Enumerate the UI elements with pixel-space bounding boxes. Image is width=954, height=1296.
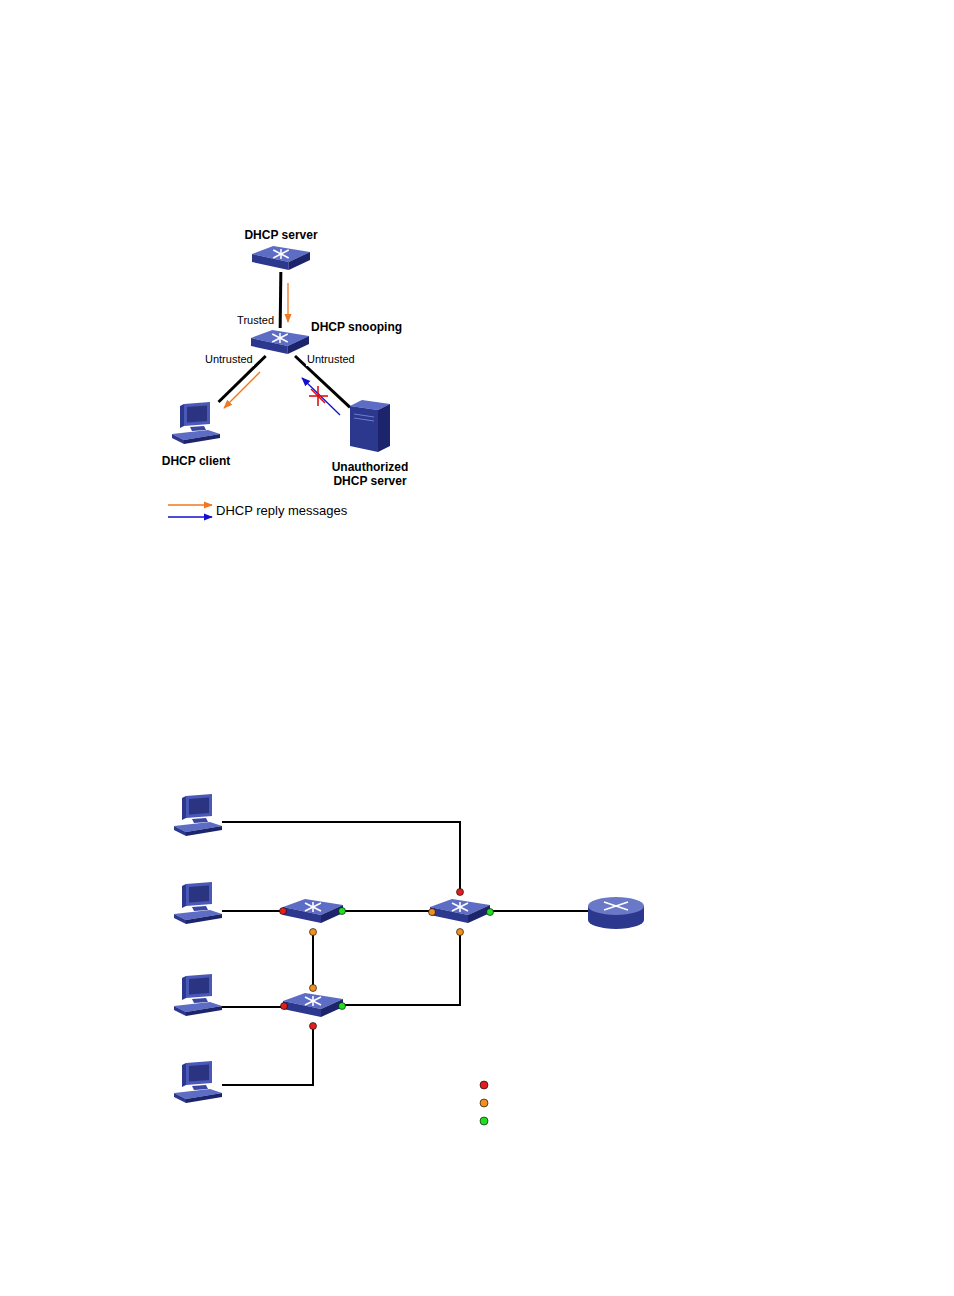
blocked-reply-arrow (302, 378, 340, 415)
node-icon (350, 400, 390, 452)
node-icon-shape (172, 402, 220, 444)
pc-icon (174, 974, 222, 1016)
node-icon-shape (252, 246, 310, 270)
pc-icon (174, 882, 222, 924)
switch-icon (283, 899, 343, 923)
node-icon-shape (350, 400, 390, 452)
switch-node: DHCP snooping (251, 328, 309, 356)
port-state-label: Untrusted (204, 353, 254, 366)
port-dot (280, 889, 494, 1126)
network-links (222, 822, 592, 1085)
client-node: DHCP client (170, 402, 222, 446)
pc-icon (174, 1061, 222, 1103)
node-icon (252, 244, 310, 272)
block-cross (309, 386, 328, 406)
pc-icon (174, 794, 222, 836)
node-icon (251, 328, 309, 356)
link-line (279, 272, 283, 328)
reply-arrow (287, 283, 288, 322)
switch-icon (283, 993, 343, 1017)
port-state-label: Untrusted (306, 353, 356, 366)
node-label: DHCP server (244, 228, 317, 242)
node-icon-shape (251, 330, 309, 354)
router-icon (588, 897, 644, 929)
server-node: Unauthorized DHCP server (350, 400, 390, 452)
legend-sample (168, 504, 212, 505)
node-label: Unauthorized DHCP server (320, 460, 420, 488)
switch-icon (430, 899, 490, 923)
switch-node: DHCP server (252, 244, 310, 272)
node-label: DHCP snooping (311, 320, 402, 334)
node-label: DHCP client (162, 454, 230, 468)
legend-text: DHCP reply messages (216, 503, 347, 518)
legend-sample (168, 516, 212, 517)
port-state-label: Trusted (236, 314, 275, 327)
node-icon (170, 402, 222, 446)
